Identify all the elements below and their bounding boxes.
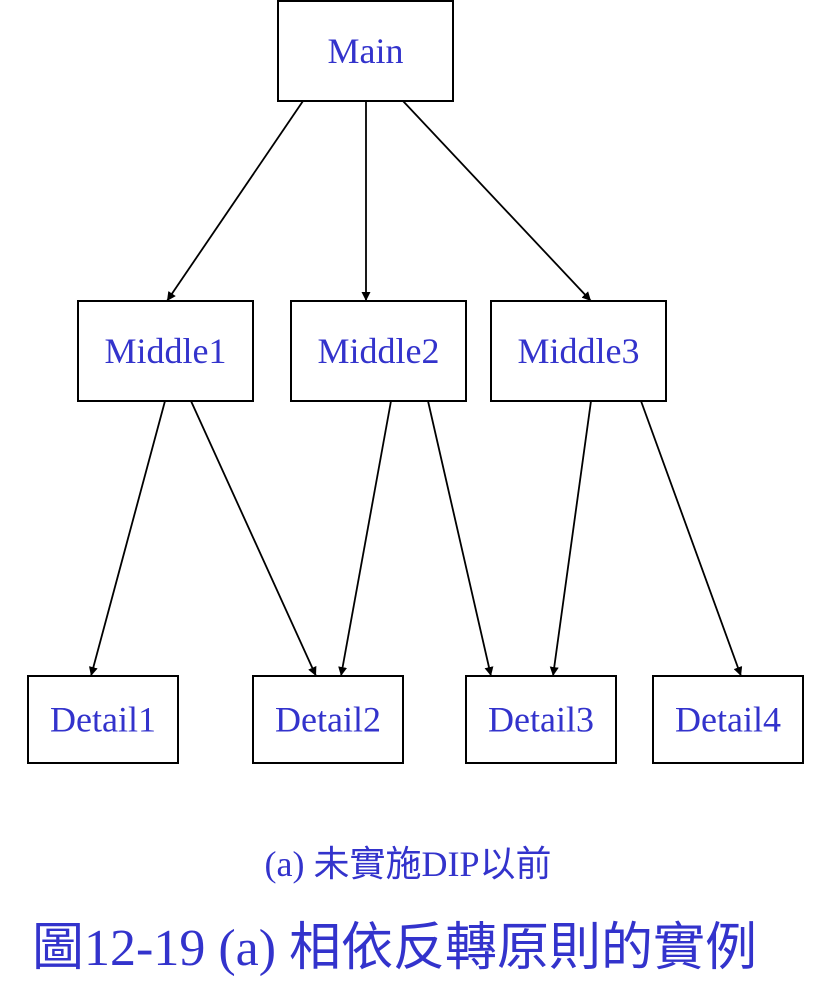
node-middle2: Middle2 <box>290 300 467 402</box>
arrow-main-to-middle1 <box>166 100 304 302</box>
node-box <box>490 300 667 402</box>
node-box <box>465 675 617 764</box>
node-label: Detail4 <box>675 700 781 740</box>
arrow-middle2-to-detail3 <box>427 400 494 677</box>
arrow-main-to-middle3 <box>402 100 592 302</box>
node-box <box>252 675 404 764</box>
arrow-middle3-to-detail4 <box>640 400 743 677</box>
node-label: Detail3 <box>488 700 594 740</box>
arrow-middle1-to-detail2 <box>190 400 317 677</box>
node-box <box>652 675 804 764</box>
node-label: Detail2 <box>275 700 381 740</box>
arrow-middle1-to-detail1 <box>88 400 166 677</box>
node-middle3: Middle3 <box>490 300 667 402</box>
node-box <box>77 300 254 402</box>
node-label: Main <box>328 31 404 71</box>
node-label: Detail1 <box>50 700 156 740</box>
arrow-middle3-to-detail3 <box>549 400 592 677</box>
figure-title: 圖12-19 (a) 相依反轉原則的實例 <box>32 920 758 977</box>
node-main: Main <box>277 0 454 102</box>
node-detail1: Detail1 <box>27 675 179 764</box>
edges <box>88 100 743 677</box>
node-box <box>27 675 179 764</box>
node-detail3: Detail3 <box>465 675 617 764</box>
node-box <box>290 300 467 402</box>
diagram-subcaption: (a) 未實施DIP以前 <box>264 844 552 884</box>
node-detail4: Detail4 <box>652 675 804 764</box>
node-detail2: Detail2 <box>252 675 404 764</box>
node-label: Middle2 <box>318 331 440 371</box>
node-label: Middle1 <box>105 331 227 371</box>
arrow-middle2-to-detail2 <box>338 400 392 677</box>
node-middle1: Middle1 <box>77 300 254 402</box>
node-label: Middle3 <box>518 331 640 371</box>
node-box <box>277 0 454 102</box>
